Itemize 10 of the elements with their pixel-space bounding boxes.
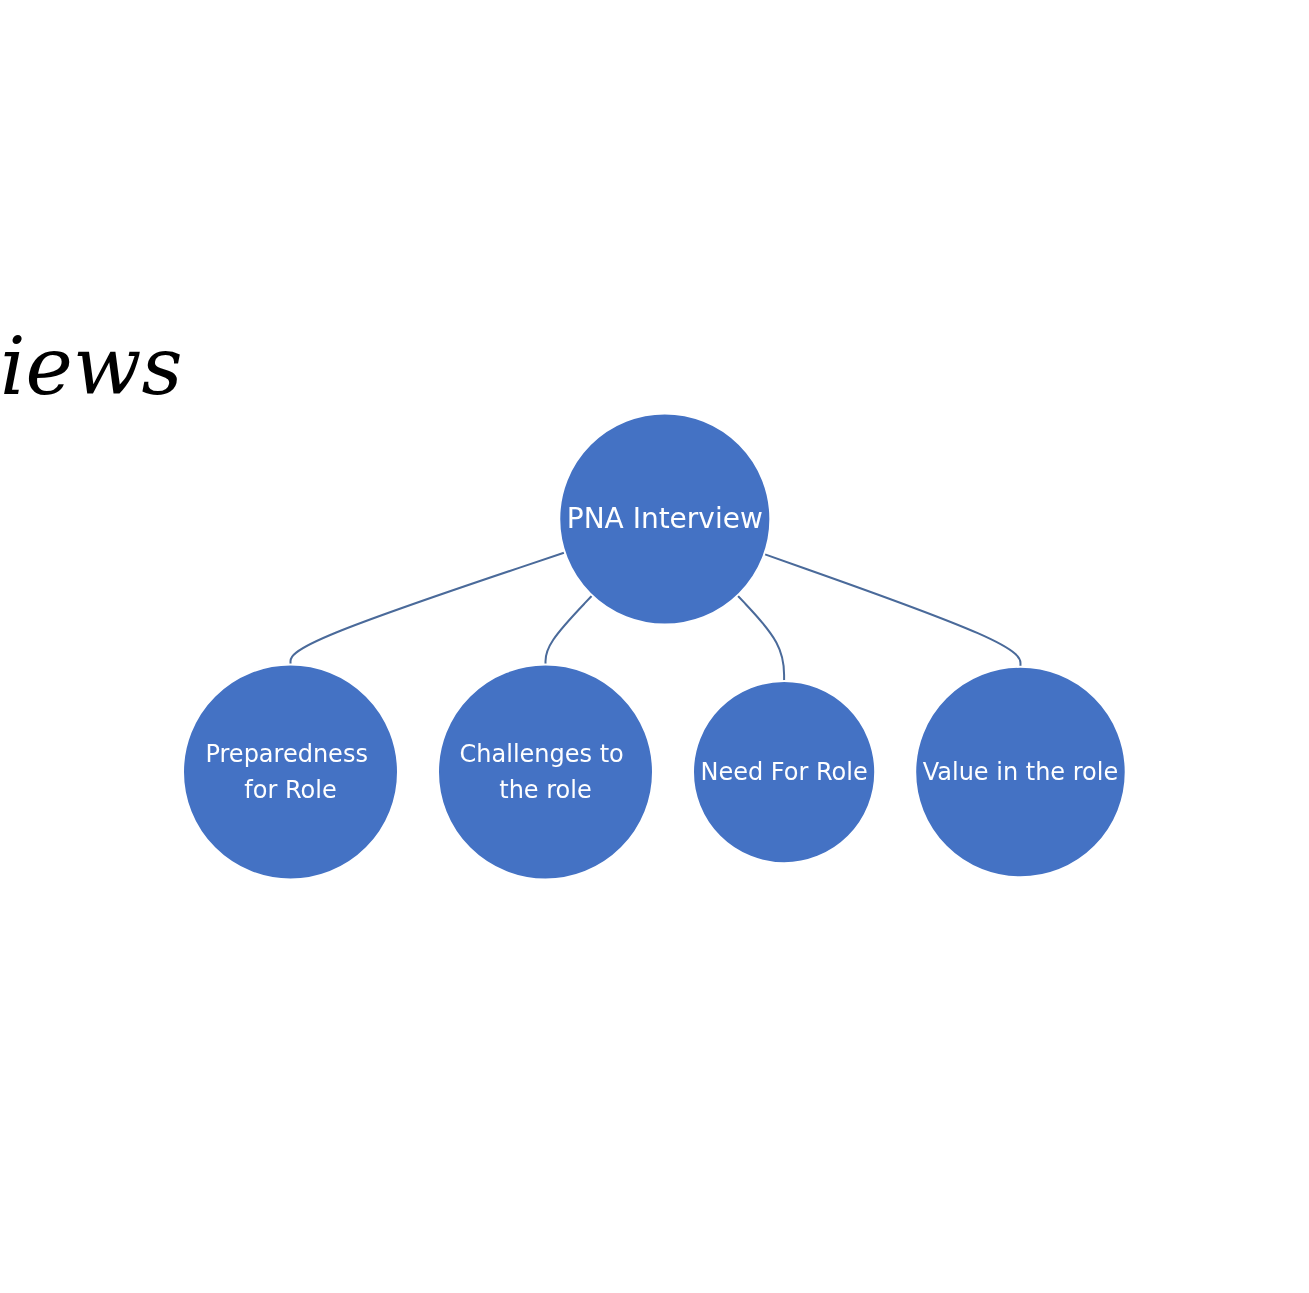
connector — [544, 594, 594, 666]
node-circle: Need For Role — [692, 679, 877, 865]
node-circle: Challenges to the role — [437, 663, 655, 881]
node-circle: Preparedness for Role — [182, 663, 400, 881]
connector — [289, 551, 566, 666]
node-circle: PNA Interview — [558, 412, 772, 626]
heading-fragment: iews — [0, 320, 183, 413]
node-circle: Value in the role — [914, 665, 1127, 879]
connector — [736, 594, 786, 682]
connector — [763, 553, 1022, 668]
